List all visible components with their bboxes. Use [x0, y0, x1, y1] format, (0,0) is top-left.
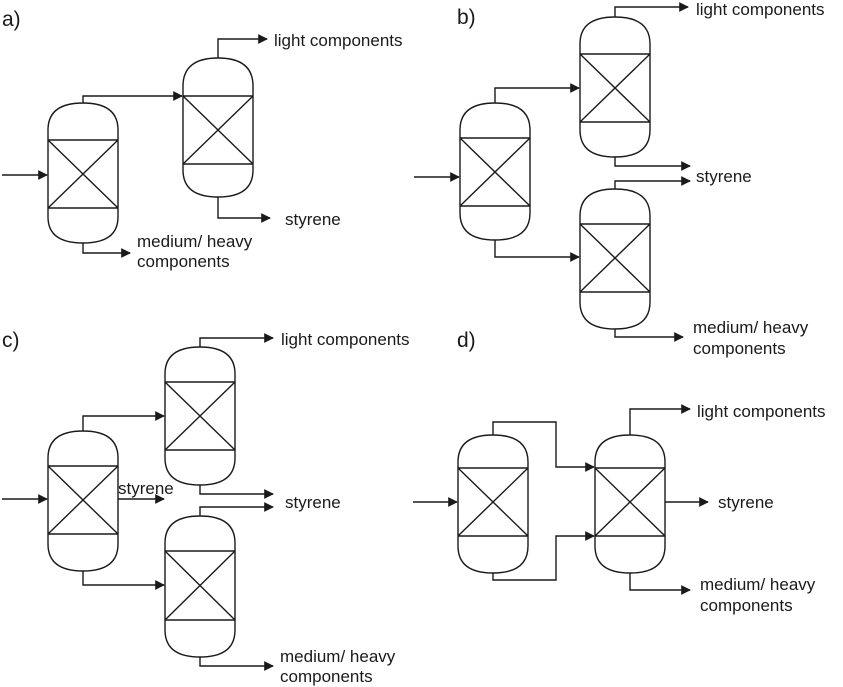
panel-b-light-stream — [614, 2, 689, 17]
panel-d-column-2 — [594, 434, 666, 574]
panel-b-light-label: light components — [696, 0, 825, 19]
panel-a-label: a) — [2, 8, 21, 31]
panel-d-label: d) — [457, 329, 476, 352]
panel-c-column-2 — [164, 346, 236, 486]
panel-c-light-stream — [199, 333, 274, 347]
panel-a-styrene-label: styrene — [285, 210, 341, 229]
panel-b-styrene-label: styrene — [696, 167, 752, 186]
panel-b-column-1 — [459, 102, 531, 241]
panel-d-light-label: light components — [697, 402, 826, 421]
panel-d-heavy-label-line-2: components — [700, 596, 793, 615]
panel-c: c) light component — [2, 329, 410, 686]
panel-d-top-to-column-2 — [492, 421, 595, 472]
panel-b-top-to-column-2 — [494, 83, 580, 103]
panel-c-column-3 — [164, 515, 236, 658]
panel-b-styrene-stream-upper — [614, 157, 691, 171]
panel-a-heavy-label-line-2: components — [137, 252, 230, 271]
panel-c-styrene-label: styrene — [285, 493, 341, 512]
panel-b-label: b) — [457, 6, 476, 29]
panel-c-column-1 — [47, 430, 119, 572]
panel-c-label: c) — [2, 329, 20, 352]
panel-d-heavy-label-line-1: medium/ heavy — [700, 575, 816, 594]
panel-c-bottom-to-column-3 — [82, 571, 165, 590]
panel-b-column-3 — [579, 188, 651, 330]
panel-a-column-2 — [182, 57, 254, 198]
panel-b-heavy-stream — [614, 329, 684, 342]
panel-b-column-2 — [579, 16, 651, 158]
panel-c-heavy-label-line-1: medium/ heavy — [280, 647, 396, 666]
panel-a-styrene-stream — [217, 197, 271, 223]
panel-a: a) light components styrene medium/ heav… — [2, 8, 403, 271]
panel-d-bottom-to-column-2 — [492, 531, 595, 581]
panel-d: d) light components styrene medium/ heav… — [413, 329, 826, 615]
panel-d-styrene-label: styrene — [718, 493, 774, 512]
panel-c-side-styrene-label: styrene — [118, 479, 174, 498]
panel-d-light-stream — [629, 404, 691, 435]
panel-c-top-to-column-2 — [82, 411, 165, 431]
panel-a-heavy-label-line-1: medium/ heavy — [137, 232, 253, 251]
panel-a-heavy-stream — [82, 243, 131, 258]
panel-a-column-1 — [47, 102, 119, 244]
panel-d-heavy-stream — [629, 573, 691, 595]
panel-b-styrene-stream-lower — [614, 176, 691, 189]
panel-c-styrene-stream-upper — [199, 485, 274, 499]
panel-c-light-label: light components — [281, 330, 410, 349]
panel-b-bottom-to-column-3 — [494, 240, 580, 262]
panel-a-light-label: light components — [274, 31, 403, 50]
panel-c-styrene-stream-lower — [199, 502, 274, 516]
panel-d-column-1 — [457, 434, 529, 574]
panel-c-heavy-stream — [199, 657, 274, 671]
panel-b: b) light components — [414, 0, 825, 358]
panel-b-heavy-label-line-2: components — [693, 339, 786, 358]
panel-b-heavy-label-line-1: medium/ heavy — [693, 318, 809, 337]
panel-a-light-stream — [217, 34, 268, 58]
panel-a-top-to-column-2 — [82, 91, 183, 103]
panel-c-heavy-label-line-2: components — [280, 667, 373, 686]
